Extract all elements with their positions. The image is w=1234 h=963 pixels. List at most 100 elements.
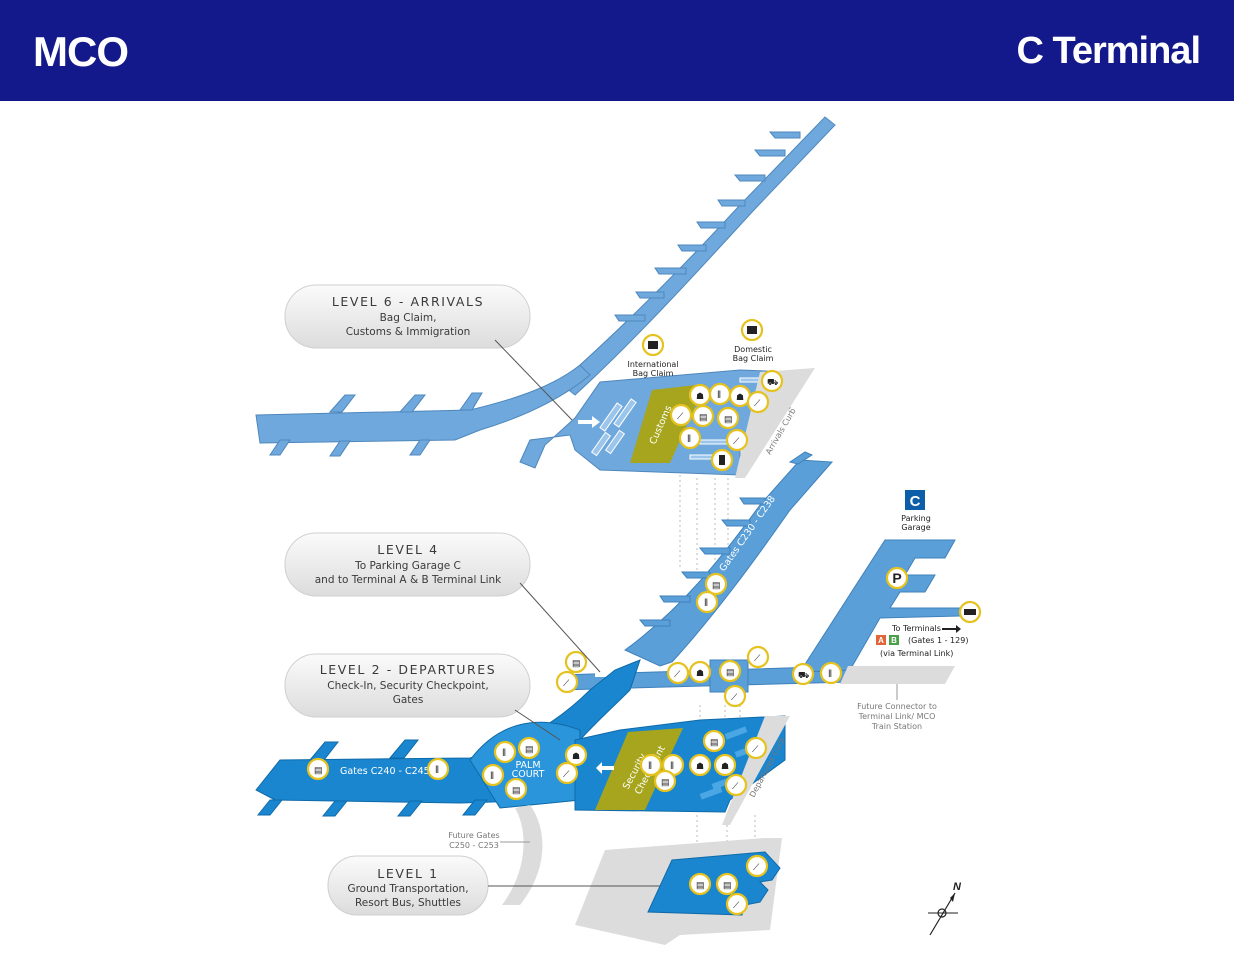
parking-p-label: P bbox=[892, 570, 901, 586]
dining-icon: ǁ bbox=[819, 661, 843, 685]
restroom-icon: ☗ bbox=[564, 743, 588, 767]
atm-icon bbox=[710, 448, 734, 472]
svg-text:▤: ▤ bbox=[699, 412, 708, 422]
svg-text:▤: ▤ bbox=[712, 580, 721, 590]
svg-text:▤: ▤ bbox=[726, 667, 735, 677]
svg-text:ǁ: ǁ bbox=[435, 765, 439, 776]
dining-icon: ǁ bbox=[481, 763, 505, 787]
svg-text:☗: ☗ bbox=[736, 392, 744, 402]
escalator-icon: ⟋ bbox=[745, 854, 769, 878]
gates-lower-label: Gates C240 - C245 bbox=[340, 766, 430, 777]
svg-text:ǁ: ǁ bbox=[670, 761, 674, 772]
svg-text:▤: ▤ bbox=[512, 785, 521, 795]
svg-text:ǁ: ǁ bbox=[648, 761, 652, 772]
svg-text:ǁ: ǁ bbox=[828, 669, 832, 680]
compass-icon: N bbox=[928, 881, 962, 936]
level6-line1: Bag Claim, bbox=[380, 312, 437, 324]
shop-icon: ▤ bbox=[688, 872, 712, 896]
north-label: N bbox=[953, 881, 962, 893]
svg-text:▤: ▤ bbox=[724, 414, 733, 424]
svg-text:⟋: ⟋ bbox=[752, 744, 759, 754]
train-icon bbox=[958, 600, 982, 624]
escalator-icon: ⟋ bbox=[725, 892, 749, 916]
dining-icon: ǁ bbox=[708, 382, 732, 406]
terminal-map: Customs Arrivals Curb ☗ ǁ ☗ ⛟ ⟋ ▤ ▤ ⟋ ǁ … bbox=[255, 116, 982, 945]
future-connector-line2: Terminal Link/ MCO bbox=[858, 712, 936, 721]
svg-text:☗: ☗ bbox=[721, 761, 729, 771]
level1-callout: LEVEL 1 Ground Transportation, Resort Bu… bbox=[327, 855, 660, 916]
svg-text:⟋: ⟋ bbox=[732, 781, 739, 791]
svg-text:ǁ: ǁ bbox=[490, 771, 494, 782]
svg-text:▤: ▤ bbox=[710, 737, 719, 747]
shop-icon: ▤ bbox=[716, 406, 740, 430]
svg-text:⛟: ⛟ bbox=[798, 670, 809, 680]
future-gates-line1: Future Gates bbox=[448, 831, 499, 840]
future-connector-line3: Train Station bbox=[871, 722, 922, 731]
shop-icon: ▤ bbox=[564, 650, 588, 674]
level4-icons: ▤ ǁ ▤ ⟋ ⟋ ☗ ▤ ⟋ ⟋ ⛟ ǁ P C Parking Garage… bbox=[555, 490, 982, 731]
svg-text:ǁ: ǁ bbox=[704, 598, 708, 609]
airport-code: MCO bbox=[33, 28, 129, 75]
level2-line2: Gates bbox=[393, 694, 424, 706]
svg-text:⟋: ⟋ bbox=[754, 398, 761, 408]
escalator-icon: ⟋ bbox=[666, 661, 690, 685]
level1-line2: Resort Bus, Shuttles bbox=[355, 897, 461, 909]
svg-text:☗: ☗ bbox=[696, 668, 704, 678]
svg-text:ǁ: ǁ bbox=[502, 748, 506, 759]
level4-callout: LEVEL 4 To Parking Garage C and to Termi… bbox=[284, 532, 601, 673]
taxi-icon: ⛟ bbox=[760, 369, 784, 393]
to-terminals-label: To Terminals bbox=[891, 624, 941, 633]
level1-icons: ▤ ▤ ⟋ ⟋ bbox=[688, 854, 769, 916]
via-link-label: (via Terminal Link) bbox=[880, 649, 953, 658]
shop-icon: ▤ bbox=[691, 404, 715, 428]
shop-icon: ▤ bbox=[718, 659, 742, 683]
parking-garage-line1: Parking bbox=[901, 514, 931, 523]
baggage-icon bbox=[740, 318, 764, 342]
svg-text:▤: ▤ bbox=[572, 658, 581, 668]
intl-bag-claim-line1: International bbox=[627, 360, 678, 369]
parking-garage-line2: Garage bbox=[901, 523, 930, 532]
parking-c-letter: C bbox=[910, 493, 921, 510]
escalator-icon: ⟋ bbox=[555, 761, 579, 785]
svg-text:▤: ▤ bbox=[723, 880, 732, 890]
dining-icon: ǁ bbox=[661, 753, 685, 777]
shop-icon: ▤ bbox=[504, 777, 528, 801]
svg-text:▤: ▤ bbox=[314, 765, 323, 775]
level4-line1: To Parking Garage C bbox=[354, 560, 461, 572]
level6-line2: Customs & Immigration bbox=[346, 326, 471, 338]
dining-icon: ǁ bbox=[678, 426, 702, 450]
level4-title: LEVEL 4 bbox=[377, 542, 438, 557]
escalator-icon: ⟋ bbox=[724, 773, 748, 797]
svg-text:⟋: ⟋ bbox=[753, 862, 760, 872]
svg-text:☗: ☗ bbox=[696, 761, 704, 771]
palm-court-line2: COURT bbox=[512, 769, 545, 780]
intl-bag-claim-line2: Bag Claim bbox=[633, 369, 674, 378]
dining-icon: ǁ bbox=[639, 753, 663, 777]
parking-c-badge bbox=[905, 490, 925, 510]
level4-line2: and to Terminal A & B Terminal Link bbox=[315, 574, 502, 586]
dom-bag-claim-line1: Domestic bbox=[734, 345, 772, 354]
svg-text:⟋: ⟋ bbox=[677, 411, 684, 421]
level6-title: LEVEL 6 - ARRIVALS bbox=[332, 294, 484, 309]
restroom-icon: ☗ bbox=[688, 753, 712, 777]
svg-text:ǁ: ǁ bbox=[687, 434, 691, 445]
taxi-icon: ⛟ bbox=[791, 662, 815, 686]
svg-text:ǁ: ǁ bbox=[717, 390, 721, 401]
shop-icon: ▤ bbox=[702, 729, 726, 753]
svg-text:⟋: ⟋ bbox=[731, 692, 738, 702]
escalator-icon: ⟋ bbox=[725, 428, 749, 452]
shop-icon: ▤ bbox=[704, 572, 728, 596]
terminal-a-badge: A bbox=[878, 636, 884, 645]
svg-text:▤: ▤ bbox=[525, 744, 534, 754]
future-gates-line2: C250 - C253 bbox=[449, 841, 499, 850]
title-bar: MCO C Terminal bbox=[0, 0, 1234, 101]
level2-line1: Check-In, Security Checkpoint, bbox=[327, 680, 488, 692]
level2-icons: ▤ ǁ ǁ ▤ ǁ ▤ ☗ ⟋ ǁ ǁ ☗ ▤ ▤ ⟋ ☗ ⟋ Future G… bbox=[306, 729, 768, 850]
svg-text:☗: ☗ bbox=[572, 751, 580, 761]
level1-title: LEVEL 1 bbox=[377, 866, 438, 881]
level2-title: LEVEL 2 - DEPARTURES bbox=[320, 662, 497, 677]
terminal-title: C Terminal bbox=[1016, 30, 1201, 72]
svg-text:☗: ☗ bbox=[696, 391, 704, 401]
escalator-icon: ⟋ bbox=[669, 403, 693, 427]
dining-icon: ǁ bbox=[695, 590, 719, 614]
